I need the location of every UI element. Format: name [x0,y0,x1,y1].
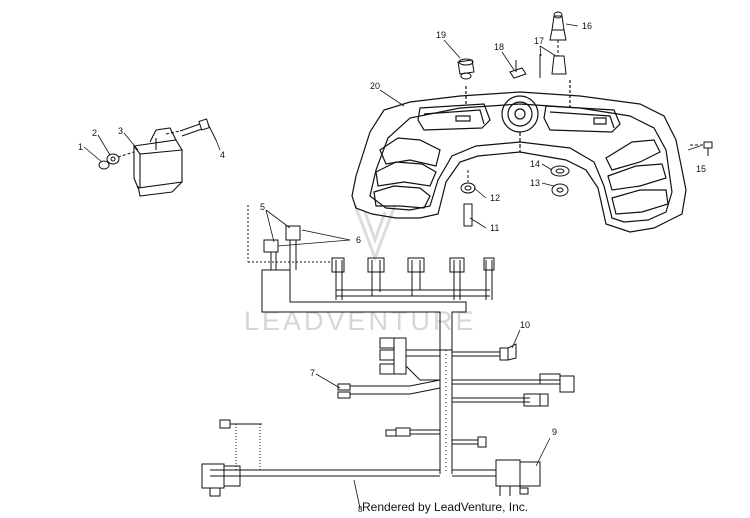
screw [690,141,713,156]
watermark-logo [353,204,397,263]
callout-2: 2 [92,128,97,138]
callout-16: 16 [582,21,592,31]
callout-5: 5 [260,202,265,212]
leader-lines [83,23,701,509]
callout-8: 8 [358,505,363,514]
switch-knob [457,58,475,80]
callout-4: 4 [220,150,225,160]
callout-14: 14 [530,159,540,169]
callout-10: 10 [520,320,530,330]
callout-11: 11 [490,223,499,233]
callout-19: 19 [436,30,446,40]
callout-3: 3 [118,126,123,136]
callout-6: 6 [356,235,361,245]
callout-7: 7 [310,368,315,378]
callout-13: 13 [530,178,540,188]
instrument-pod [351,80,687,233]
callout-9: 9 [552,427,557,437]
mounting-bolt [165,118,217,141]
callout-18: 18 [494,42,504,52]
harness-connectors [263,225,301,270]
callout-1: 1 [78,142,83,152]
voltage-regulator-module [133,127,183,197]
callout-17: 17 [534,36,544,46]
callout-15: 15 [696,164,706,174]
rendered-by-footer: Rendered by LeadVenture, Inc. [362,500,529,514]
wiring-harness [201,205,575,497]
callout-20: 20 [370,81,380,91]
watermark-text: LEADVENTURE [244,306,477,336]
nut-and-washer [98,151,135,170]
panel-connector [460,170,476,227]
indicator-bulb [539,11,567,78]
callout-12: 12 [490,193,500,203]
grommet [550,165,570,197]
clip [509,60,527,79]
